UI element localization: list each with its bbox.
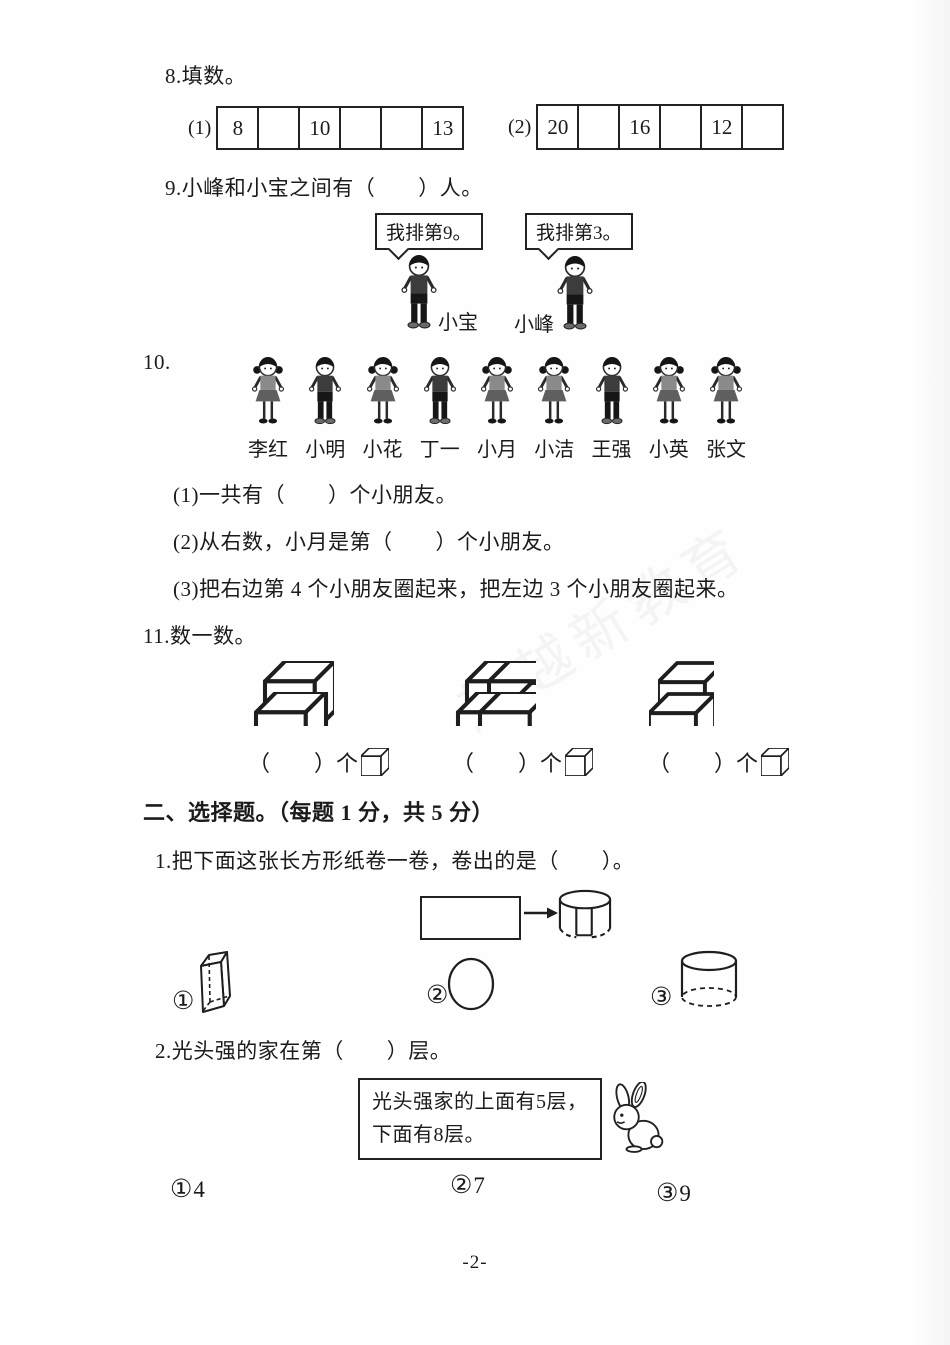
option-value: 9 (679, 1181, 691, 1206)
cube-answer-1: （ ）个 (248, 746, 389, 778)
unit-cube-icon (565, 748, 593, 776)
strip-cell: 12 (702, 106, 744, 148)
option-marker: ① (170, 1176, 193, 1203)
strip-label: (1) (188, 116, 212, 139)
q2-option-1: ①4 (170, 1174, 205, 1204)
strip-cell: 10 (300, 108, 342, 148)
q2-option-3: ③9 (656, 1178, 691, 1208)
q10-sub2: (2)从右数，小月是第（ ）个小朋友。 (173, 530, 565, 554)
hint-line-2: 下面有8层。 (372, 1124, 485, 1146)
strip-cell (341, 108, 383, 148)
sec2-q1-title: 1.把下面这张长方形纸卷一卷，卷出的是（ ）。 (155, 849, 635, 873)
cube-answer-3: （ ）个 (648, 746, 789, 778)
kid-figure: 丁一 (413, 350, 467, 462)
option-value: 7 (473, 1173, 485, 1198)
strip-cell (743, 106, 782, 148)
cube-answer-2: （ ）个 (452, 746, 593, 778)
strip-cell: 20 (538, 106, 580, 148)
kid-name: 小花 (362, 439, 403, 461)
answer-blank: （ ）个 (248, 751, 359, 776)
rabbit-icon (613, 1082, 664, 1153)
q1-option2-marker: ② (426, 982, 449, 1009)
speech-bubble-left: 我排第9。 (375, 213, 483, 250)
hint-bubble: 光头强家的上面有5层， 下面有8层。 (358, 1078, 602, 1160)
cube-figure-1 (246, 656, 334, 726)
q2-option-2: ②7 (450, 1170, 485, 1200)
cube-figure-2 (448, 656, 536, 726)
q10-number: 10. (143, 350, 171, 374)
q8-title: 8.填数。 (165, 64, 247, 88)
child-icon (419, 350, 461, 428)
kid-name: 小月 (477, 439, 517, 461)
child-icon (362, 350, 404, 428)
child-icon (304, 350, 346, 428)
kid-figure: 小洁 (527, 350, 581, 462)
kid-figure: 王强 (585, 350, 639, 462)
strip-cell (259, 108, 301, 148)
kid-figure: 小花 (356, 350, 410, 462)
option-marker: ② (450, 1172, 473, 1199)
sec2-q2-title: 2.光头强的家在第（ ）层。 (155, 1039, 452, 1063)
q11-title: 11.数一数。 (143, 624, 256, 648)
number-strip-1: (1) 8 10 13 (188, 106, 465, 150)
figure-name-right: 小峰 (514, 314, 554, 336)
section2-title: 二、选择题。（每题 1 分，共 5 分） (143, 800, 495, 825)
boy-figure-xiaofeng (552, 248, 598, 334)
strip-cell: 8 (218, 108, 260, 148)
kid-name: 小英 (648, 439, 689, 461)
rectangle-paper-figure (420, 896, 521, 940)
kid-name: 张文 (706, 439, 746, 461)
kid-figure: 李红 (241, 350, 295, 462)
page-number: -2- (462, 1252, 488, 1273)
option-marker: ③ (656, 1180, 679, 1207)
strip-label: (2) (508, 115, 532, 138)
q9-title: 9.小峰和小宝之间有（ ）人。 (165, 176, 483, 200)
number-strip-box: 20 16 12 (536, 104, 785, 150)
hint-line-1: 光头强家的上面有5层， (372, 1091, 588, 1113)
q10-sub1: (1)一共有（ ）个小朋友。 (173, 483, 457, 507)
child-icon (705, 350, 747, 428)
kid-name: 小洁 (534, 439, 575, 461)
answer-blank: （ ）个 (452, 751, 563, 776)
strip-cell (579, 106, 621, 148)
child-icon (476, 350, 518, 428)
strip-cell: 16 (620, 106, 662, 148)
child-icon (247, 350, 289, 428)
strip-cell (661, 106, 703, 148)
number-strip-2: (2) 20 16 12 (508, 104, 785, 150)
cube-figure-3 (648, 656, 714, 726)
q1-option3-marker: ③ (650, 984, 673, 1011)
kid-name: 李红 (248, 439, 288, 461)
kids-row: 李红小明小花丁一小月小洁王强小英张文 (241, 350, 753, 462)
cylinder-figure (680, 950, 738, 1007)
kid-name: 王强 (591, 439, 632, 461)
rolled-paper-figure (558, 889, 612, 939)
child-icon (533, 350, 575, 428)
scan-edge-shade (912, 0, 950, 1345)
kid-figure: 张文 (699, 350, 753, 462)
cuboid-figure (200, 951, 231, 1013)
kid-name: 丁一 (419, 439, 460, 461)
kid-figure: 小明 (298, 350, 352, 462)
number-strip-box: 8 10 13 (216, 106, 465, 150)
kid-name: 小明 (305, 439, 346, 461)
q1-option1-marker: ① (172, 988, 195, 1015)
unit-cube-icon (761, 748, 789, 776)
circle-figure (447, 957, 495, 1011)
strip-cell (382, 108, 424, 148)
unit-cube-icon (361, 748, 389, 776)
speech-bubble-right: 我排第3。 (525, 213, 633, 250)
answer-blank: （ ）个 (648, 751, 759, 776)
q10-sub3: (3)把右边第 4 个小朋友圈起来，把左边 3 个小朋友圈起来。 (173, 577, 739, 601)
kid-figure: 小月 (470, 350, 524, 462)
child-icon (648, 350, 690, 428)
boy-figure-xiaobao (396, 248, 442, 332)
arrow-icon (524, 907, 558, 919)
option-value: 4 (193, 1177, 205, 1202)
figure-name-left: 小宝 (438, 312, 478, 334)
strip-cell: 13 (432, 115, 454, 140)
child-icon (591, 350, 633, 428)
kid-figure: 小英 (642, 350, 696, 462)
